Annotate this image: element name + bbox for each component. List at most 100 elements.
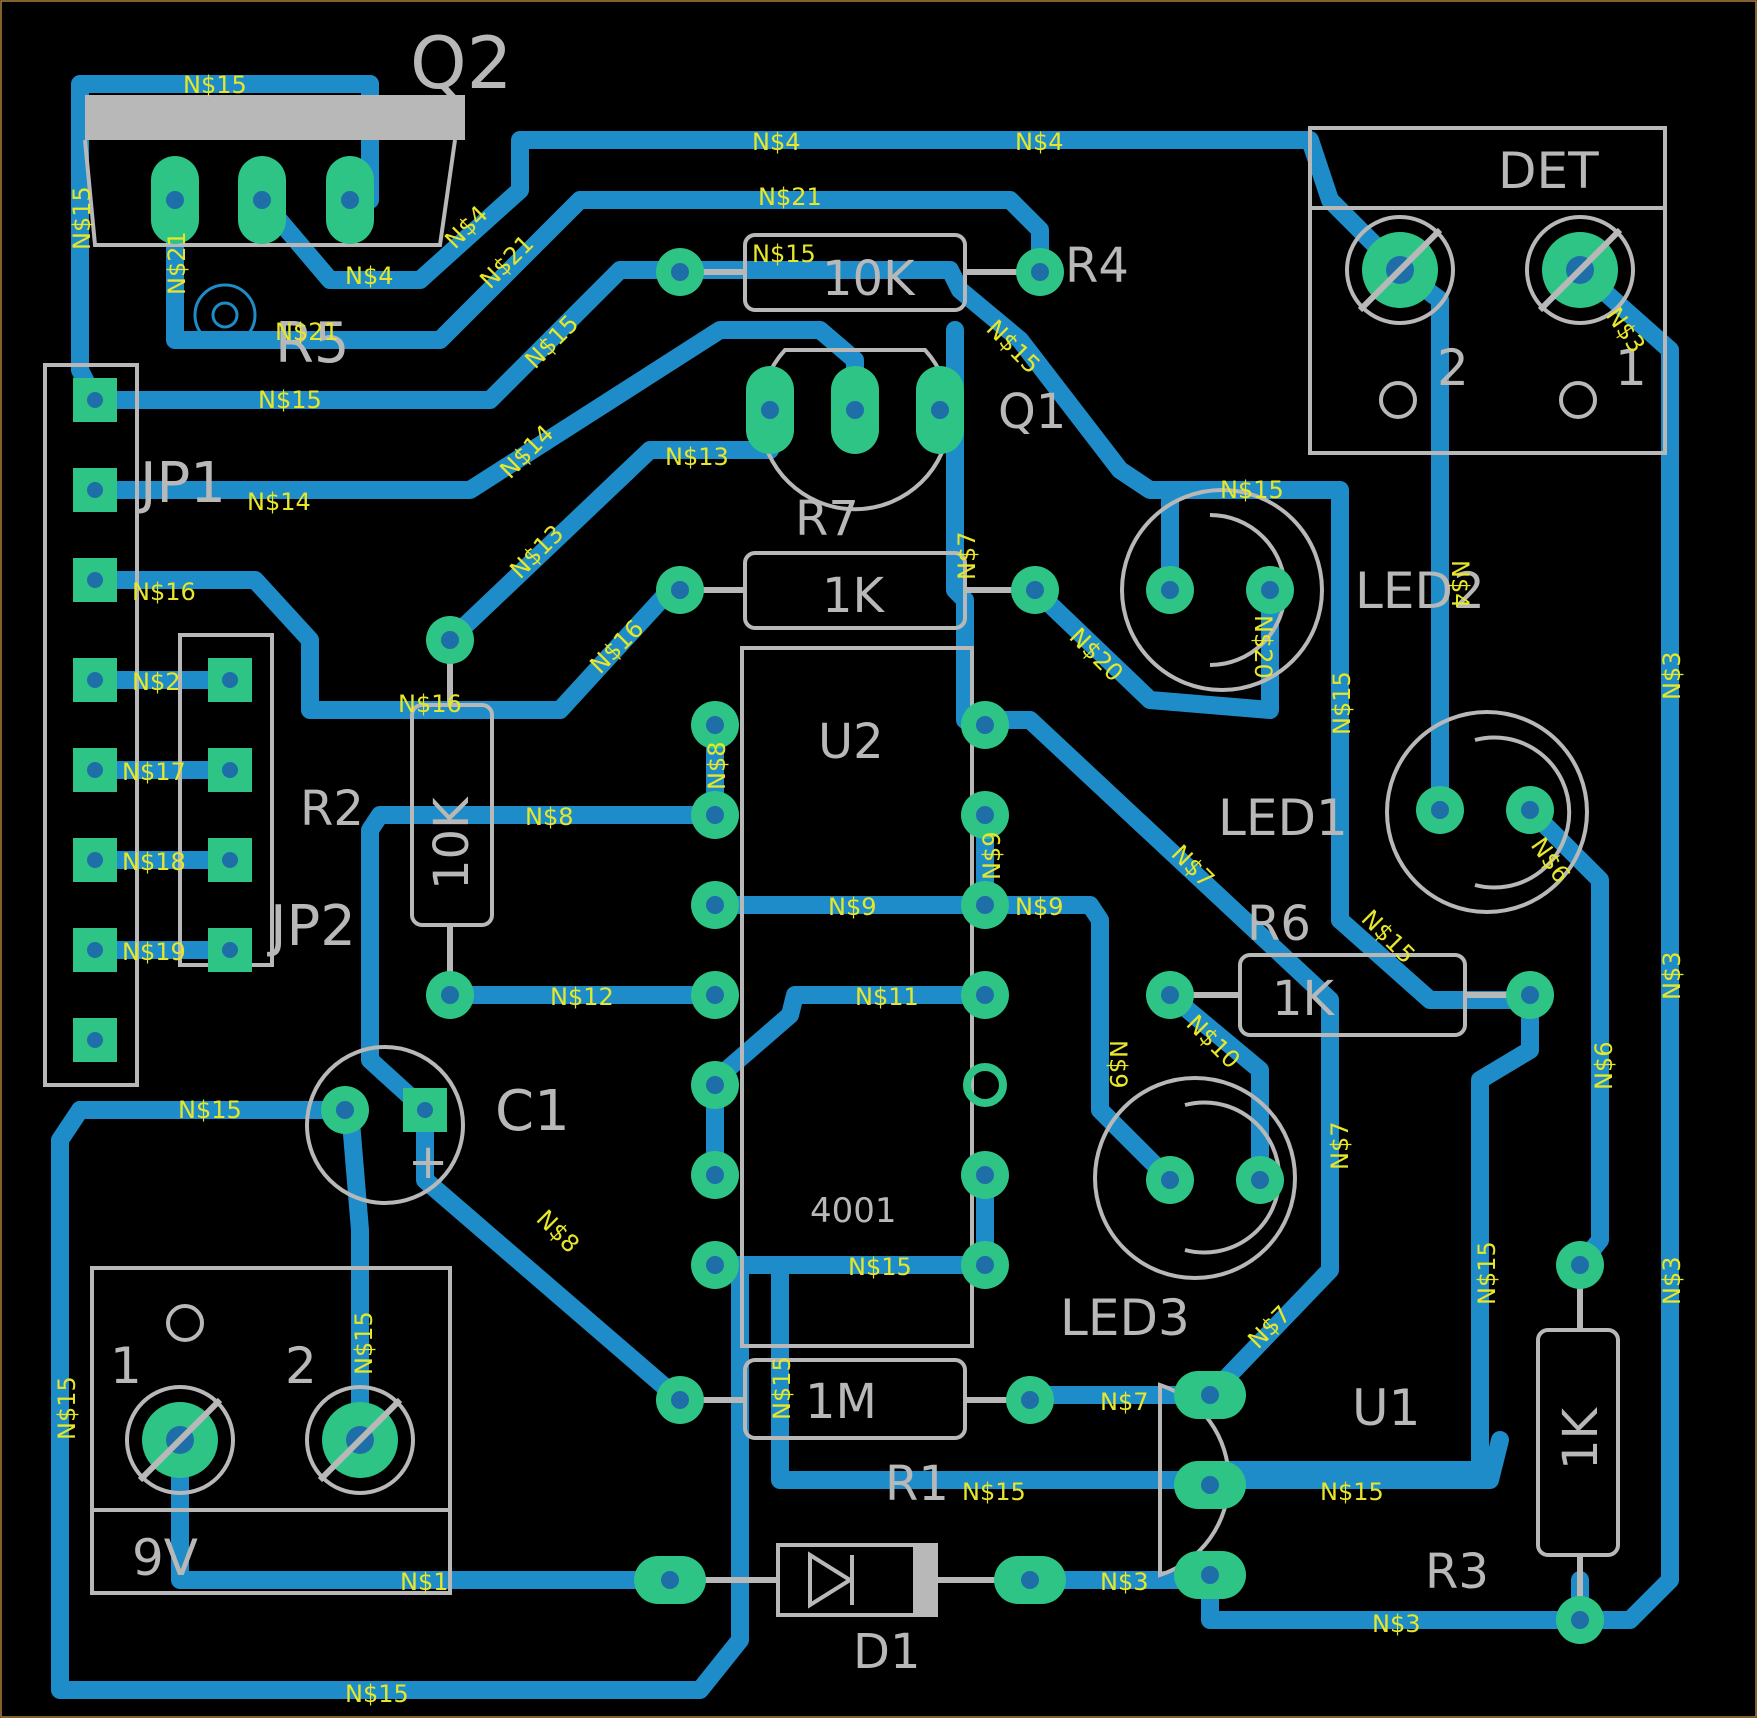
trace-n8: [361, 806, 724, 1409]
pad-hole: [1161, 986, 1179, 1004]
net-label: N$16: [398, 690, 462, 718]
net-label: N$16: [132, 578, 196, 606]
pad-hole: [417, 1102, 433, 1118]
det-label: DET: [1498, 142, 1599, 200]
trace-n15-jp1: [86, 261, 1349, 929]
net-label: N$11: [855, 983, 919, 1011]
component-labels: Q2 R4 10K R5 Q1 R7 1K JP1 JP2 R2 10K U2 …: [110, 21, 1647, 1680]
pad-hole: [671, 1391, 689, 1409]
net-label: N$4: [345, 262, 394, 290]
pad-hole: [87, 572, 103, 588]
r6-value: 1K: [1272, 971, 1336, 1027]
net-label: N$3: [1658, 652, 1686, 701]
net-label: N$15: [183, 71, 247, 99]
pad-hole: [441, 986, 459, 1004]
net-label: N$4: [752, 128, 801, 156]
net-label: N$15: [848, 1253, 912, 1281]
net-label: N$3: [1372, 1610, 1421, 1638]
pad-hole: [87, 852, 103, 868]
jp1-outline: [43, 363, 139, 1087]
led3-ring: [1093, 1076, 1297, 1280]
jp1-label: JP1: [137, 451, 226, 516]
net-label: N$15: [752, 240, 816, 268]
r7-label: R7: [795, 491, 859, 547]
net-label: N$3: [1100, 1568, 1149, 1596]
r6-label: R6: [1247, 896, 1311, 952]
trace-n15-c1-down: [341, 1101, 369, 1449]
pad-hole: [706, 806, 724, 824]
net-label: N$9: [828, 893, 877, 921]
pad-hole: [671, 581, 689, 599]
net-label: N$21: [275, 318, 339, 346]
trace-n15-r6: [1191, 911, 1539, 1479]
pad-hole: [222, 672, 238, 688]
trace-n16: [86, 571, 679, 719]
r2-label: R2: [300, 781, 364, 837]
trace-n1: [171, 1431, 679, 1589]
pad-hole: [931, 401, 949, 419]
r3-value: 1K: [1553, 1406, 1609, 1470]
pad-hole: [87, 942, 103, 958]
pad-hole: [1521, 801, 1539, 819]
pad-hole: [671, 263, 689, 281]
net-label: N$12: [550, 983, 614, 1011]
net-label: N$9: [1015, 893, 1064, 921]
jp2-label: JP2: [267, 894, 356, 959]
pad-hole: [87, 762, 103, 778]
pads: [73, 156, 1623, 1644]
net-label: N$15: [1320, 1478, 1384, 1506]
pad-hole: [706, 1076, 724, 1094]
pad-hole: [441, 631, 459, 649]
pad-hole: [1201, 1476, 1219, 1494]
led2-label: LED2: [1355, 562, 1485, 620]
net-label: N$6: [1590, 1042, 1618, 1091]
pad-hole: [1021, 1391, 1039, 1409]
led1-label: LED1: [1218, 789, 1348, 847]
net-label: N$13: [665, 443, 729, 471]
bat-label: 9V: [132, 1529, 198, 1587]
terminal-slash: [317, 1397, 403, 1483]
pad-hole: [706, 716, 724, 734]
net-label: N$2: [132, 668, 181, 696]
unconnected-pad: [963, 1063, 1007, 1107]
pad-hole: [166, 191, 184, 209]
trace-n20: [1026, 581, 1279, 719]
net-label: N$15: [68, 186, 96, 250]
bat-pin1: 1: [110, 1337, 142, 1395]
led3-label: LED3: [1060, 1289, 1190, 1347]
pad-hole: [976, 1166, 994, 1184]
q2-tab: [85, 95, 465, 140]
u2-label: U2: [818, 714, 884, 770]
pad-hole: [1161, 1171, 1179, 1189]
pad-hole: [1201, 1566, 1219, 1584]
q2-label: Q2: [410, 21, 512, 105]
terminal-slash: [137, 1397, 223, 1483]
net-label: N$4: [1015, 128, 1064, 156]
pad-hole: [87, 392, 103, 408]
u2-value: 4001: [810, 1191, 897, 1231]
net-label: N$9: [978, 832, 1006, 881]
trace-n11: [706, 986, 994, 1184]
net-label: N$9: [1104, 1040, 1132, 1089]
trace-n3: [1201, 261, 1679, 1629]
pad-hole: [661, 1571, 679, 1589]
terminal-slash: [1537, 227, 1623, 313]
net-label: N$8: [525, 803, 574, 831]
trace-n15-down: [771, 1256, 1209, 1489]
c1-label: C1: [495, 1079, 570, 1144]
pad-hole: [1571, 1256, 1589, 1274]
pad-hole: [87, 1032, 103, 1048]
terminal-slash: [1357, 227, 1443, 313]
r2-value: 10K: [424, 796, 480, 890]
net-label: N$19: [122, 938, 186, 966]
pad-hole: [222, 942, 238, 958]
trace-n10: [1161, 986, 1269, 1189]
net-label: N$7: [1326, 1122, 1354, 1171]
pad-hole: [706, 1256, 724, 1274]
pad-hole: [1431, 801, 1449, 819]
net-label: N$3: [1658, 952, 1686, 1001]
trace-n21: [166, 191, 1049, 349]
pad-hole: [1201, 1386, 1219, 1404]
led1-ring: [1385, 710, 1589, 914]
r1-value: 1M: [805, 1374, 877, 1430]
